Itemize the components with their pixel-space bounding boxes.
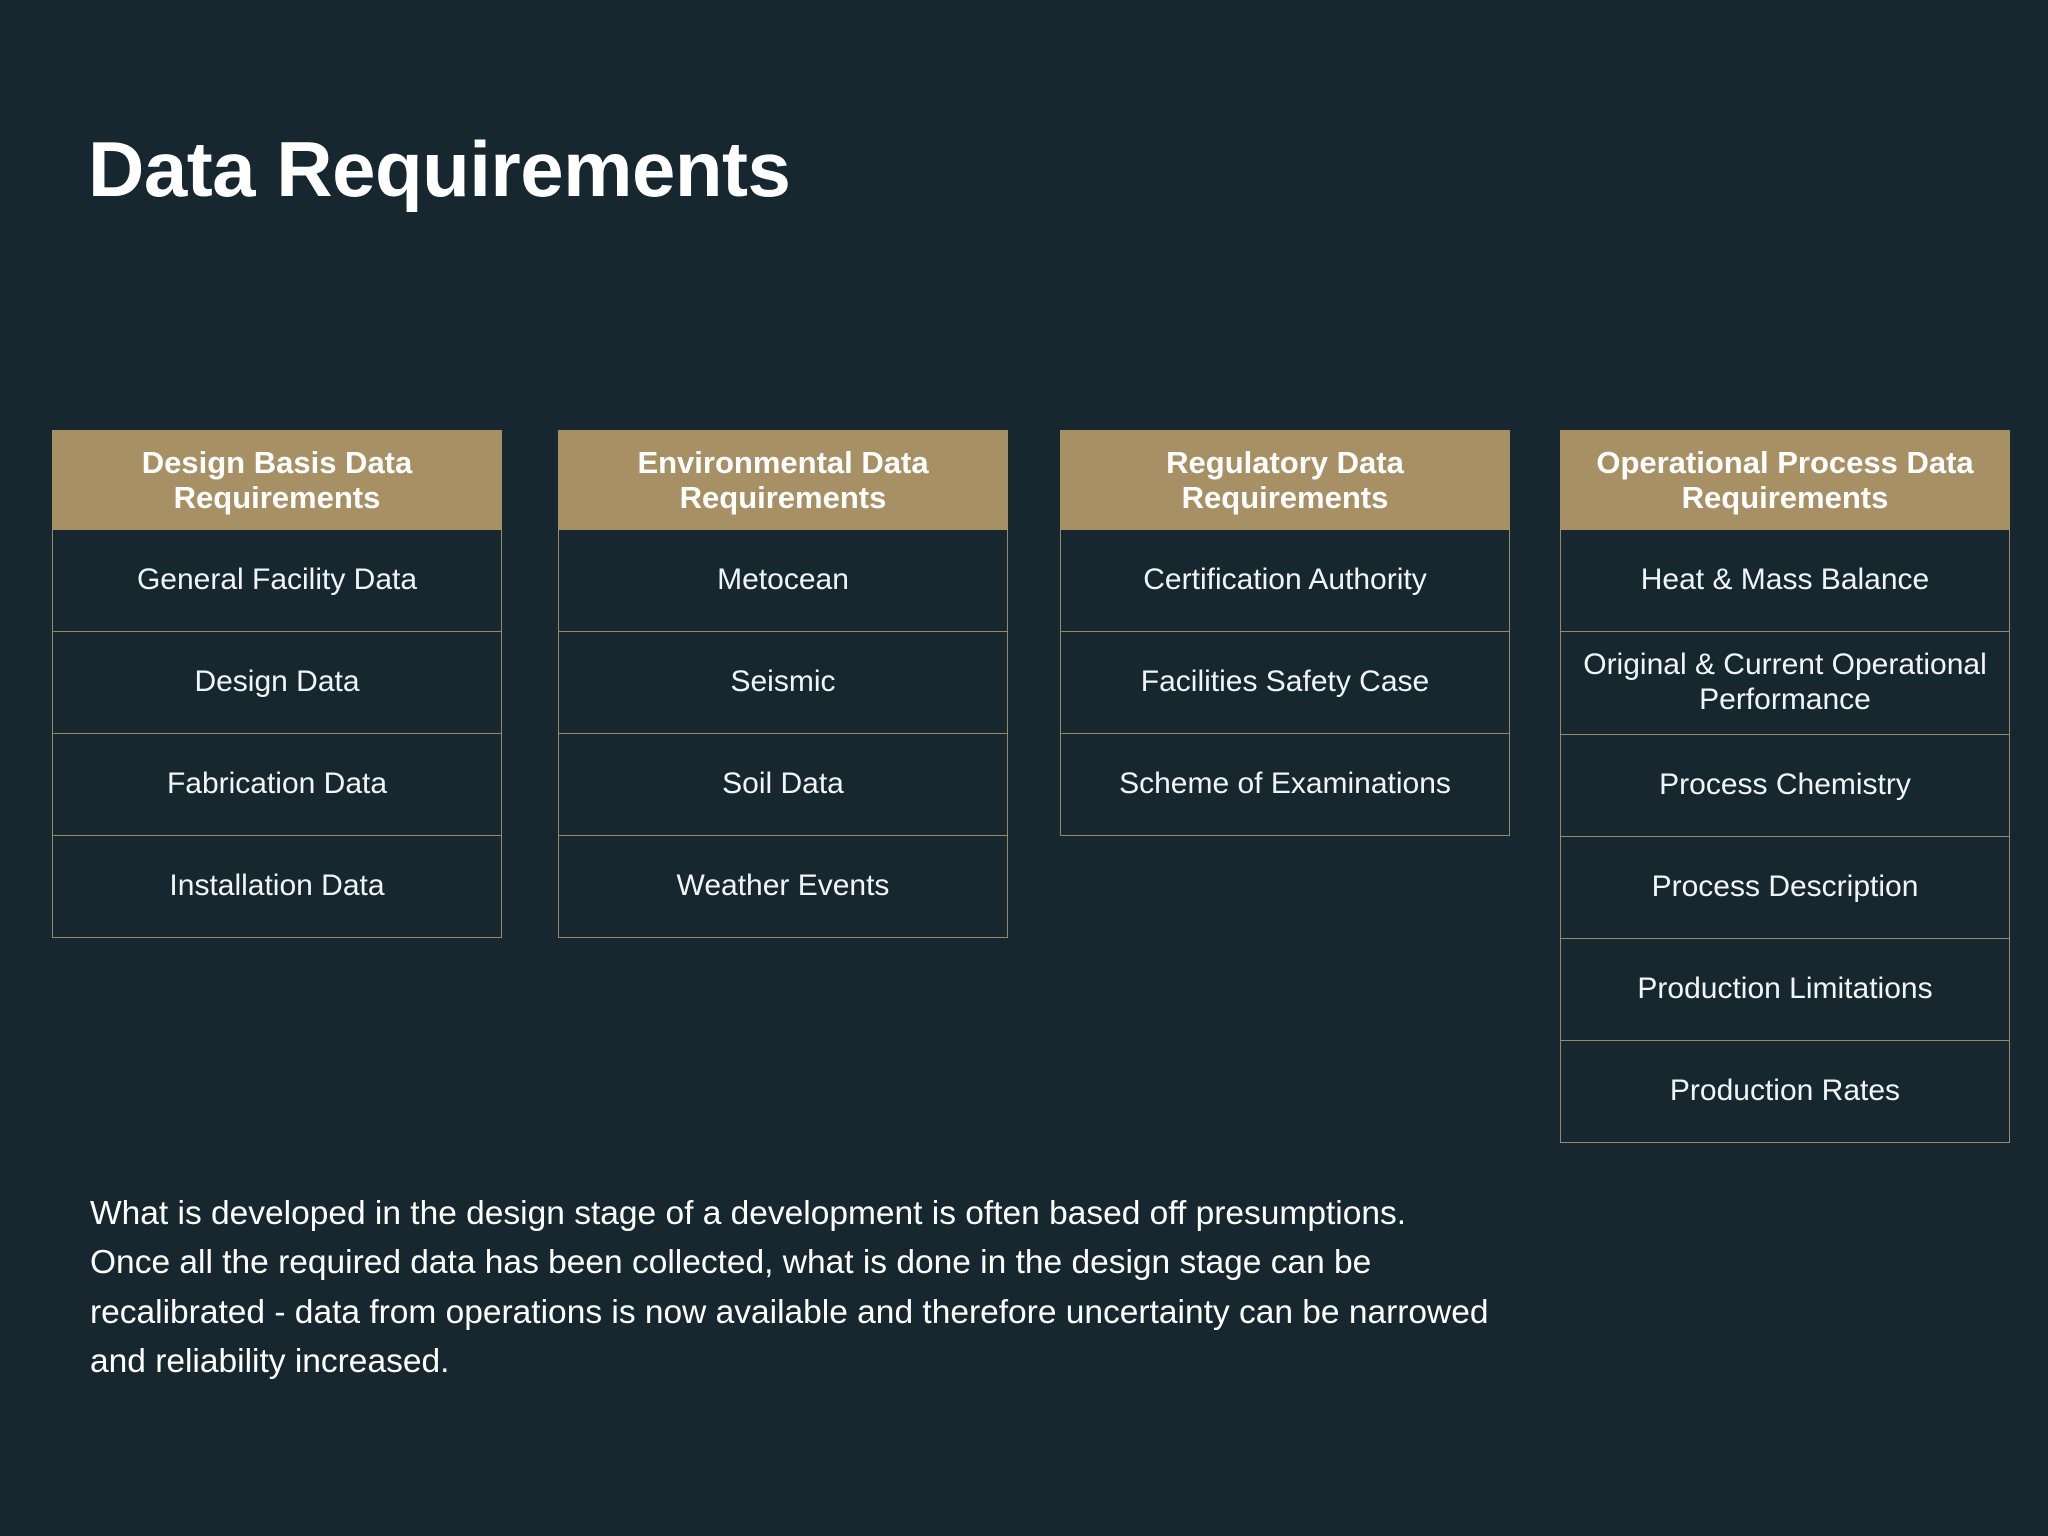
requirements-column-regulatory: Regulatory Data Requirements Certificati… bbox=[1060, 430, 1510, 836]
requirements-column-operational-process: Operational Process Data Requirements He… bbox=[1560, 430, 2010, 1143]
table-row: Installation Data bbox=[52, 836, 502, 938]
table-row: Heat & Mass Balance bbox=[1560, 530, 2010, 632]
table-row: Soil Data bbox=[558, 734, 1008, 836]
table-row: Design Data bbox=[52, 632, 502, 734]
requirements-column-design-basis: Design Basis Data Requirements General F… bbox=[52, 430, 502, 938]
body-paragraph: What is developed in the design stage of… bbox=[90, 1194, 1489, 1381]
table-row: Seismic bbox=[558, 632, 1008, 734]
column-header: Regulatory Data Requirements bbox=[1060, 430, 1510, 530]
column-header: Environmental Data Requirements bbox=[558, 430, 1008, 530]
requirements-column-environmental: Environmental Data Requirements Metocean… bbox=[558, 430, 1008, 938]
table-row: Production Limitations bbox=[1560, 939, 2010, 1041]
table-row: General Facility Data bbox=[52, 530, 502, 632]
table-row: Fabrication Data bbox=[52, 734, 502, 836]
table-row: Process Chemistry bbox=[1560, 735, 2010, 837]
table-row: Process Description bbox=[1560, 837, 2010, 939]
table-row: Weather Events bbox=[558, 836, 1008, 938]
table-row: Production Rates bbox=[1560, 1041, 2010, 1143]
table-row: Metocean bbox=[558, 530, 1008, 632]
table-row: Certification Authority bbox=[1060, 530, 1510, 632]
table-row: Scheme of Examinations bbox=[1060, 734, 1510, 836]
column-header: Operational Process Data Requirements bbox=[1560, 430, 2010, 530]
table-row: Facilities Safety Case bbox=[1060, 632, 1510, 734]
table-row: Original & Current Operational Performan… bbox=[1560, 632, 2010, 735]
column-header: Design Basis Data Requirements bbox=[52, 430, 502, 530]
page-title: Data Requirements bbox=[88, 125, 791, 214]
